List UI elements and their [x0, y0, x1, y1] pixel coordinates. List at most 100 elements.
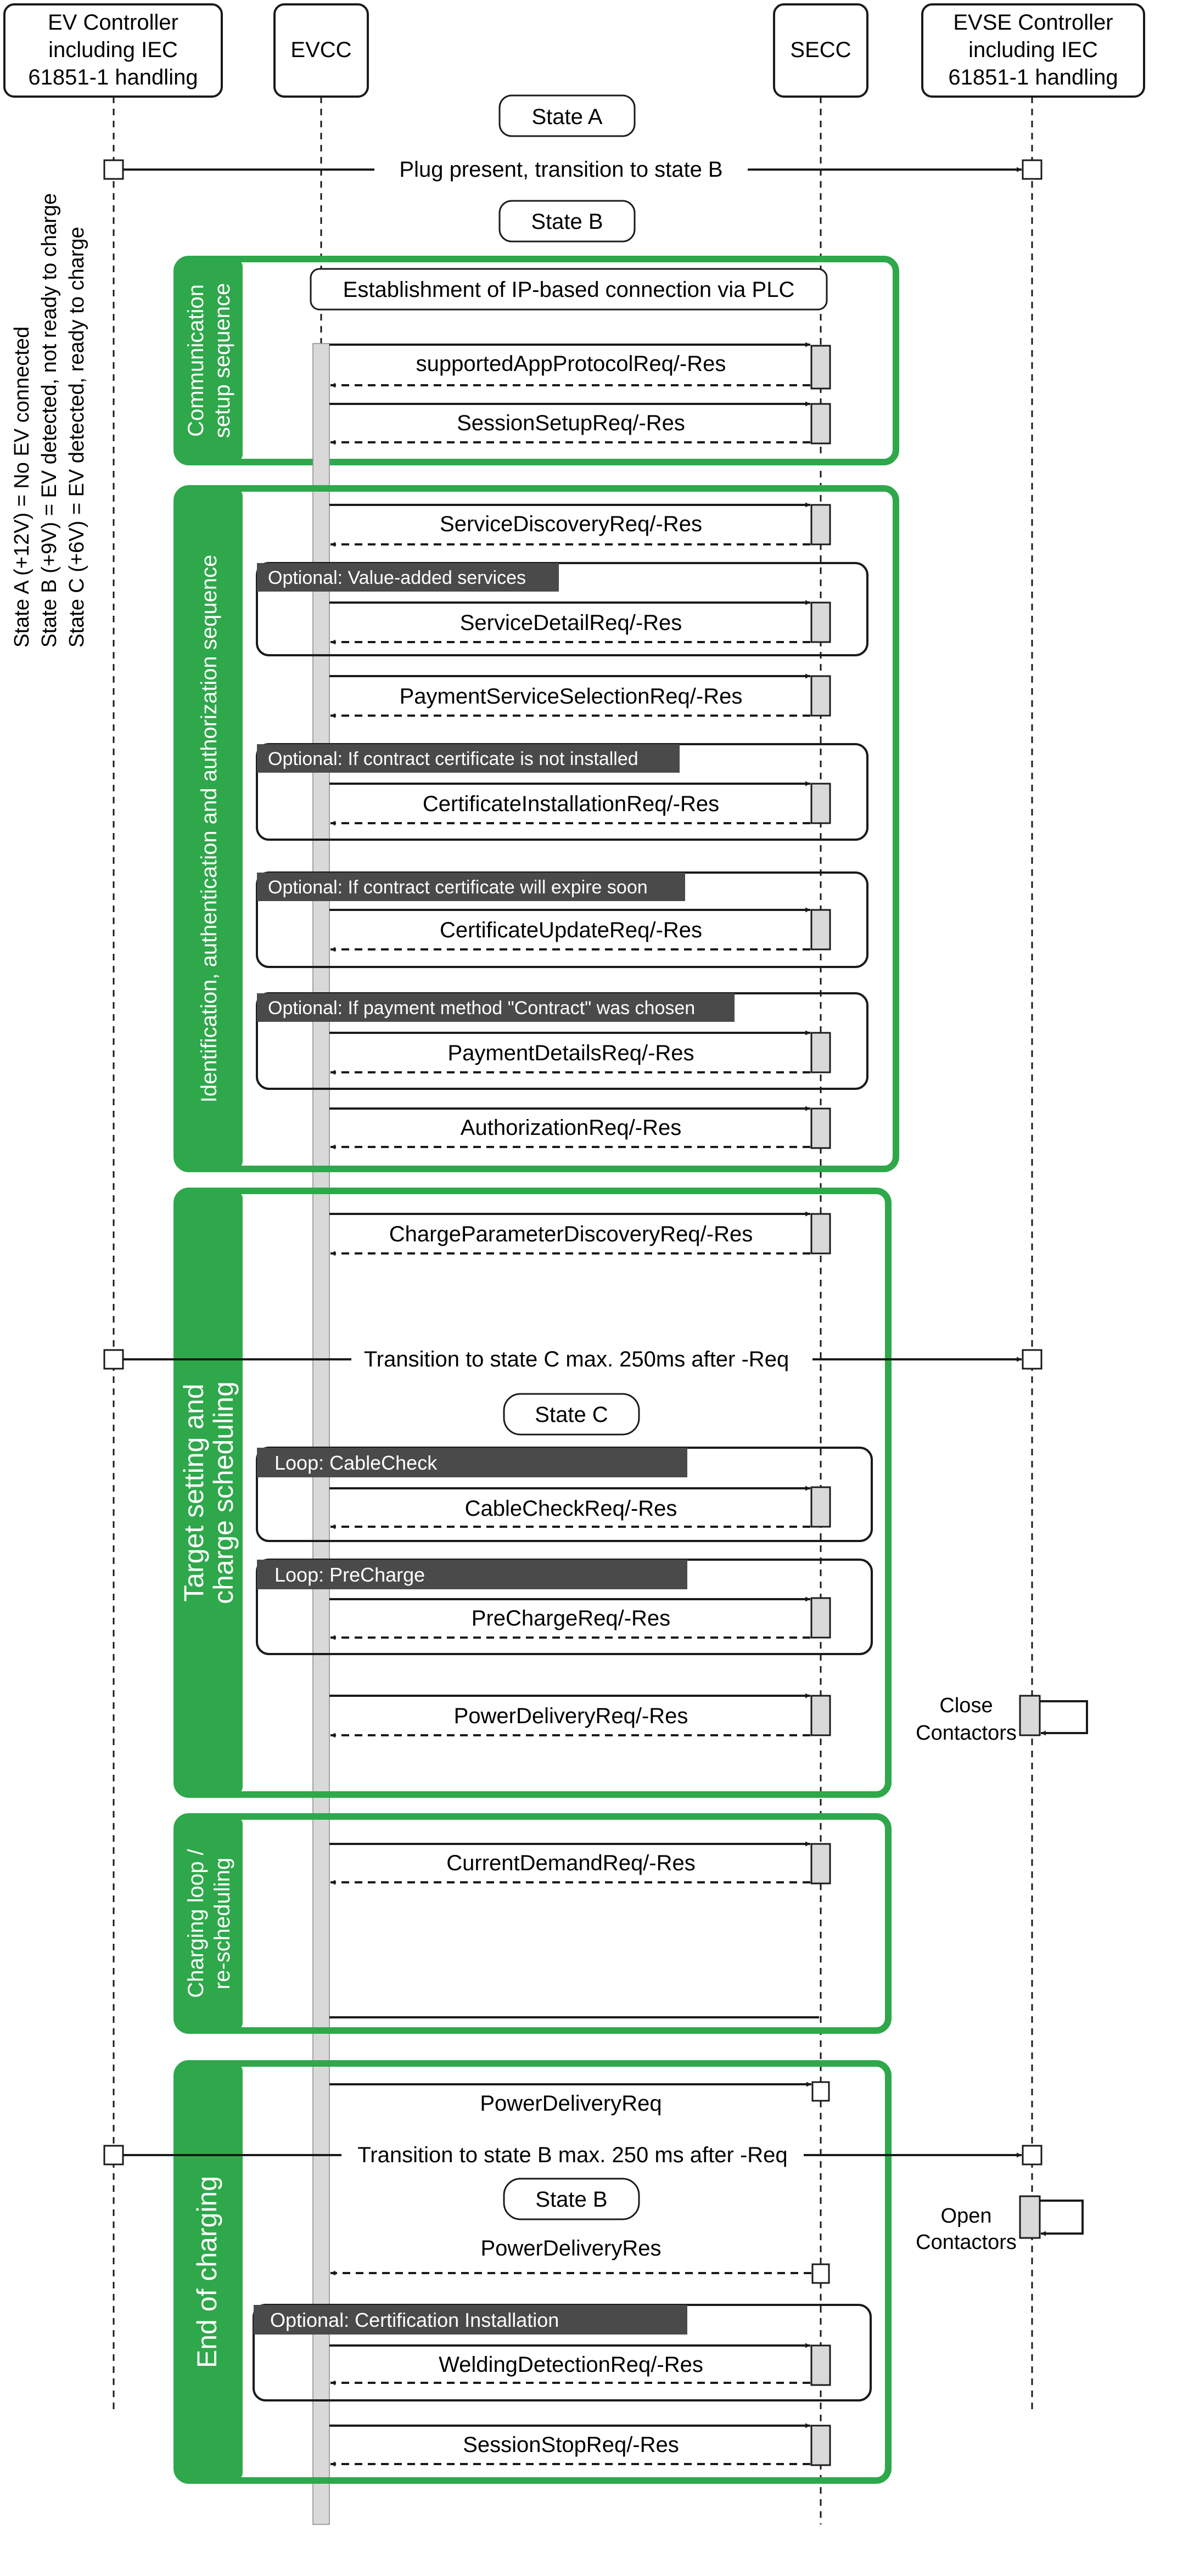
state-legend-b: State B (+9V) = EV detected, not ready t…: [38, 193, 61, 648]
secc-activation: [810, 2425, 831, 2466]
fragment-cert-not-installed: Optional: If contract certificate is not…: [256, 743, 868, 841]
state-c-label: State C: [535, 1403, 608, 1427]
section-identification: Identification, authentication and autho…: [173, 485, 899, 1172]
section-communication-setup-label-2: setup sequence: [210, 283, 234, 438]
fragment-cert-expire: Optional: If contract certificate will e…: [256, 871, 868, 968]
close-contactors: Close Contactors: [916, 1694, 1088, 1745]
secc-activation: [810, 1843, 831, 1885]
self-call-arrow: [1040, 2200, 1084, 2236]
open-contactors-label-2: Contactors: [916, 2231, 1017, 2254]
message-label: ChargeParameterDiscoveryReq/-Res: [389, 1222, 753, 1246]
message-pre-charge: PreChargeReq/-Res: [329, 1596, 810, 1640]
message-cable-check: CableCheckReq/-Res: [329, 1486, 810, 1529]
message-label: CurrentDemandReq/-Res: [446, 1851, 696, 1875]
participant-evse-controller-line-1: EVSE Controller: [953, 10, 1113, 35]
secc-activation: [810, 2344, 831, 2386]
ev-controller-event-marker: [103, 2145, 124, 2166]
participant-ev-controller-line-1: EV Controller: [48, 10, 178, 35]
message-certificate-update: CertificateUpdateReq/-Res: [329, 907, 810, 952]
section-charging-loop-label-1: Charging loop /: [184, 1848, 208, 1998]
message-charge-parameter-discovery: ChargeParameterDiscoveryReq/-Res: [329, 1211, 810, 1256]
message-welding-detection: WeldingDetectionReq/-Res: [329, 2343, 810, 2386]
ev-controller-event-marker: [103, 159, 124, 180]
secc-activation: [811, 2081, 830, 2102]
message-label: WeldingDetectionReq/-Res: [439, 2353, 703, 2377]
message-label: PreChargeReq/-Res: [472, 1606, 670, 1630]
power-delivery-res-label: PowerDeliveryRes: [481, 2236, 662, 2260]
state-a-box: State A: [498, 94, 636, 137]
participant-secc-label: SECC: [790, 38, 851, 62]
self-call-arrow: [1040, 1700, 1088, 1736]
message-label: PaymentDetailsReq/-Res: [447, 1041, 694, 1065]
secc-activation: [810, 504, 831, 545]
message-label: CertificateInstallationReq/-Res: [423, 792, 719, 816]
participant-evcc: EVCC: [273, 3, 369, 98]
state-b-box-2: State B: [503, 2178, 640, 2220]
plug-present-label-bg: [374, 156, 748, 183]
message-payment-details: PaymentDetailsReq/-Res: [329, 1030, 810, 1075]
fragment-loop-cable-check: Loop: CableCheck: [256, 1447, 873, 1542]
message-service-detail: ServiceDetailReq/-Res: [329, 600, 810, 645]
secc-activation: [810, 1213, 831, 1255]
transition-state-b-label: Transition to state B max. 250 ms after …: [357, 2143, 787, 2167]
message-label: SessionSetupReq/-Res: [457, 411, 685, 435]
participant-ev-controller: EV Controller including IEC 61851-1 hand…: [3, 3, 223, 98]
secc-activation: [810, 345, 831, 390]
transition-state-b-label-bg: [341, 2141, 804, 2169]
message-session-stop: SessionStopReq/-Res: [329, 2423, 810, 2467]
message-supported-app-protocol: supportedAppProtocolReq/-Res: [329, 342, 810, 388]
secc-activation: [810, 675, 831, 717]
fragment-cert-expire-label: Optional: If contract certificate will e…: [268, 877, 648, 898]
state-c-box: State C: [503, 1393, 640, 1436]
fragment-contract-chosen: Optional: If payment method "Contract" w…: [256, 992, 868, 1090]
open-contactors-label-1: Open: [941, 2204, 992, 2228]
close-contactors-label-2: Contactors: [916, 1722, 1017, 1745]
ip-connection-box: Establishment of IP-based connection via…: [310, 268, 828, 311]
section-end-of-charging: End of charging: [173, 2060, 892, 2484]
participant-evse-controller-line-2: including IEC: [968, 38, 1098, 62]
message-label: supportedAppProtocolReq/-Res: [416, 352, 726, 376]
ip-connection-label: Establishment of IP-based connection via…: [343, 278, 795, 302]
evse-activation: [1019, 2195, 1041, 2239]
secc-activation: [810, 909, 831, 950]
message-session-setup: SessionSetupReq/-Res: [329, 401, 810, 445]
message-label: AuthorizationReq/-Res: [461, 1116, 681, 1140]
participant-evse-controller: EVSE Controller including IEC 61851-1 ha…: [921, 3, 1145, 98]
message-label: PowerDeliveryReq/-Res: [454, 1704, 688, 1728]
evse-controller-event-marker: [1022, 159, 1043, 180]
ev-controller-event-marker: [103, 1349, 124, 1370]
secc-activation: [810, 1032, 831, 1073]
transition-state-c-label-bg: [351, 1346, 812, 1373]
secc-activation: [811, 2263, 830, 2284]
section-communication-setup-label-1: Communication: [184, 284, 208, 437]
secc-activation-boxes: [810, 345, 831, 2466]
message-label: SessionStopReq/-Res: [463, 2433, 679, 2457]
secc-activation: [810, 403, 831, 445]
close-contactors-label-1: Close: [939, 1694, 993, 1717]
secc-activation: [810, 601, 831, 643]
evse-activation: [1019, 1695, 1041, 1736]
message-service-discovery: ServiceDiscoveryReq/-Res: [329, 502, 810, 547]
state-b-label: State B: [531, 210, 603, 234]
message-payment-service-selection: PaymentServiceSelectionReq/-Res: [329, 673, 810, 718]
section-charging-loop-label-2: re-scheduling: [210, 1858, 234, 1989]
message-label: PaymentServiceSelectionReq/-Res: [400, 684, 743, 708]
section-target-setting: Target setting and charge scheduling: [173, 1188, 892, 1798]
participant-evcc-label: EVCC: [290, 38, 351, 62]
secc-activation: [810, 1107, 831, 1149]
plug-present-label: Plug present, transition to state B: [399, 158, 722, 182]
state-b-2-label: State B: [535, 2187, 607, 2212]
fragment-contract-chosen-label: Optional: If payment method "Contract" w…: [268, 998, 695, 1019]
message-authorization: AuthorizationReq/-Res: [329, 1106, 810, 1150]
message-label: ServiceDiscoveryReq/-Res: [440, 512, 702, 536]
section-target-setting-label-2: charge scheduling: [208, 1381, 239, 1604]
secc-activation: [810, 1486, 831, 1528]
secc-activation: [810, 1695, 831, 1736]
fragment-value-added-label: Optional: Value-added services: [268, 567, 526, 588]
participant-secc: SECC: [773, 3, 868, 98]
section-communication-setup: Communication setup sequence: [173, 256, 899, 465]
state-legend-c: State C (+6V) = EV detected, ready to ch…: [65, 227, 88, 648]
message-label: CableCheckReq/-Res: [465, 1497, 677, 1521]
section-target-setting-label-1: Target setting and: [178, 1383, 209, 1602]
participant-ev-controller-line-3: 61851-1 handling: [28, 65, 198, 89]
